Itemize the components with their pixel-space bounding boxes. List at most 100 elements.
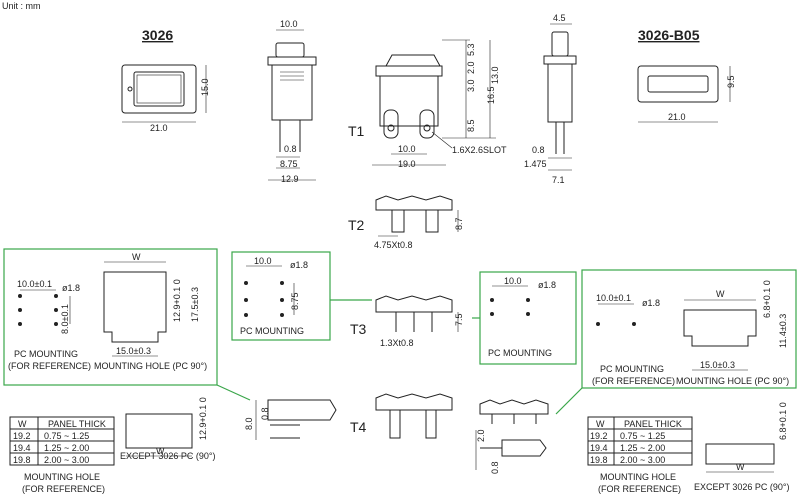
table-cell: 0.75 ~ 1.25: [44, 431, 89, 441]
dim-0-8: 0.8: [284, 144, 297, 154]
for-reference-right: (FOR REFERENCE): [592, 376, 675, 386]
pc-mounting-left: PC MOUNTING: [14, 349, 78, 359]
table-header-w-right: W: [596, 419, 605, 429]
dim-12-9: 12.9: [281, 174, 299, 184]
dim-4-5: 4.5: [553, 13, 566, 23]
table-cell: 19.2: [13, 431, 31, 441]
panel-table-right: W PANEL THICK 19.2 0.75 ~ 1.25 19.4 1.25…: [587, 402, 789, 494]
t4-side-view-right: 2.0 0.8: [475, 429, 547, 474]
dim-8-75: 8.75: [280, 159, 298, 169]
t4-view: T4: [350, 393, 549, 439]
tab-1-3: 1.3Xt0.8: [380, 338, 414, 348]
t1-front-view: 5.3 2.0 3.0 13.0 16.5 8.5 10.0 19.0 1.6X…: [348, 39, 507, 169]
mounting-hole-label-right: MOUNTING HOLE: [600, 472, 676, 482]
slot-label: 1.6X2.6SLOT: [452, 145, 507, 155]
type-t4: T4: [350, 419, 367, 435]
t4-side-view-left: 8.0 0.8: [244, 399, 337, 440]
dim-10-tol-right: 10.0±0.1: [596, 293, 631, 303]
t3-view: 7.5 1.3Xt0.8 T3: [350, 295, 464, 348]
dim-15-0: 15.0: [200, 78, 210, 96]
phi-1-8: ø1.8: [62, 283, 80, 293]
front-view-3026-b05: 21.0 9.5: [637, 65, 736, 123]
dim-11-4-tol: 11.4±0.3: [778, 314, 788, 348]
front-view-3026: 21.0 15.0: [121, 64, 210, 133]
dim-3-0: 3.0: [466, 79, 476, 92]
phi-1-8-right: ø1.8: [642, 298, 660, 308]
mounting-hole-pc90-right: MOUNTING HOLE (PC 90°): [676, 376, 789, 386]
dim-15-tol-left: 15.0±0.3: [116, 346, 151, 356]
table-header-thick-left: PANEL THICK: [48, 419, 106, 429]
type-t3: T3: [350, 321, 367, 337]
dim-10-0-center: 10.0: [254, 256, 272, 266]
model-title-3026: 3026: [142, 27, 173, 43]
pc-mounting-center: PC MOUNTING: [240, 326, 304, 336]
type-t2: T2: [348, 217, 365, 233]
table-cell: 19.8: [13, 455, 31, 465]
pc-mounting-mid-right: PC MOUNTING: [488, 348, 552, 358]
side-view-3026-b05: 4.5 0.8 1.475 7.1: [524, 13, 577, 185]
dim-1-475: 1.475: [524, 159, 547, 169]
dim-w-left: W: [132, 252, 141, 262]
mounting-hole-label-left: MOUNTING HOLE: [24, 472, 100, 482]
dim-8-tol: 8.0±0.1: [60, 304, 70, 334]
dim-10-0: 10.0: [280, 19, 298, 29]
dim-7-5: 7.5: [454, 313, 464, 326]
side-view-3026: 10.0 0.8 8.75 12.9: [267, 19, 317, 184]
dim-2-0-t4: 2.0: [476, 429, 486, 442]
dim-21-0-b05: 21.0: [668, 112, 686, 122]
table-header-thick-right: PANEL THICK: [624, 419, 682, 429]
dim-21-0: 21.0: [150, 123, 168, 133]
dim-15-tol-right: 15.0±0.3: [700, 360, 735, 370]
table-header-w-left: W: [18, 419, 27, 429]
dim-9-5: 9.5: [726, 75, 736, 88]
except-3026-left: EXCEPT 3026 PC (90°): [120, 451, 215, 461]
dim-7-1: 7.1: [552, 175, 565, 185]
table-cell: 2.00 ~ 3.00: [44, 455, 89, 465]
panel-table-left: W PANEL THICK 19.2 0.75 ~ 1.25 19.4 1.25…: [9, 397, 215, 494]
table-cell: 19.2: [590, 431, 608, 441]
for-reference-bottom-right: (FOR REFERENCE): [598, 484, 681, 494]
callout-box-right: 10.0±0.1 ø1.8 PC MOUNTING (FOR REFERENCE…: [555, 269, 797, 415]
dim-12-9-tol: 12.9+0.1 0: [172, 279, 182, 322]
t2-view: 4.75Xt0.8 8.7 T2: [348, 195, 464, 250]
dim-0-8-t4: 0.8: [260, 407, 270, 420]
dim-w-right: W: [716, 289, 725, 299]
dim-8-0: 8.0: [244, 417, 254, 430]
callout-box-center: 10.0 ø1.8 8.75 PC MOUNTING: [231, 251, 372, 341]
dim-13-0: 13.0: [490, 66, 500, 84]
table-cell: 1.25 ~ 2.00: [44, 443, 89, 453]
dim-19-0: 19.0: [398, 159, 416, 169]
callout-box-mid-right: 10.0 ø1.8 PC MOUNTING: [472, 271, 577, 365]
dim-2-0: 2.0: [466, 61, 476, 74]
tab-4-75: 4.75Xt0.8: [374, 240, 413, 250]
mounting-hole-pc90-left: MOUNTING HOLE (PC 90°): [94, 361, 207, 371]
dim-8-7: 8.7: [454, 217, 464, 230]
phi-1-8-mid-right: ø1.8: [538, 280, 556, 290]
dim-10-tol: 10.0±0.1: [17, 279, 52, 289]
table-cell: 19.4: [590, 443, 608, 453]
dim-16-5: 16.5: [486, 86, 496, 104]
pc-mounting-right: PC MOUNTING: [600, 364, 664, 374]
dim-w-bottom-left: W: [156, 446, 165, 456]
unit-label: Unit : mm: [2, 1, 41, 11]
dim-5-3: 5.3: [466, 43, 476, 56]
dim-0-8-t4-right: 0.8: [490, 461, 500, 474]
callout-box-left: 10.0±0.1 ø1.8 8.0±0.1 PC MOUNTING (FOR R…: [3, 248, 251, 401]
dim-6-8-tol-bottom: 6.8+0.1 0: [778, 402, 788, 440]
dim-8-5: 8.5: [466, 119, 476, 132]
except-3026-right: EXCEPT 3026 PC (90°): [694, 482, 789, 492]
for-reference-bottom-left: (FOR REFERENCE): [22, 484, 105, 494]
dim-0-8-b05: 0.8: [532, 145, 545, 155]
table-cell: 2.00 ~ 3.00: [620, 455, 665, 465]
table-cell: 0.75 ~ 1.25: [620, 431, 665, 441]
dim-w-bottom-right: W: [736, 462, 745, 472]
table-cell: 1.25 ~ 2.00: [620, 443, 665, 453]
model-title-3026-b05: 3026-B05: [638, 27, 700, 43]
phi-1-8-center: ø1.8: [290, 260, 308, 270]
table-cell: 19.4: [13, 443, 31, 453]
dim-6-8-tol: 6.8+0.1 0: [762, 280, 772, 318]
dim-17-5-tol: 17.5±0.3: [190, 287, 200, 322]
dim-10-0-t1: 10.0: [398, 144, 416, 154]
for-reference-left: (FOR REFERENCE): [8, 361, 91, 371]
